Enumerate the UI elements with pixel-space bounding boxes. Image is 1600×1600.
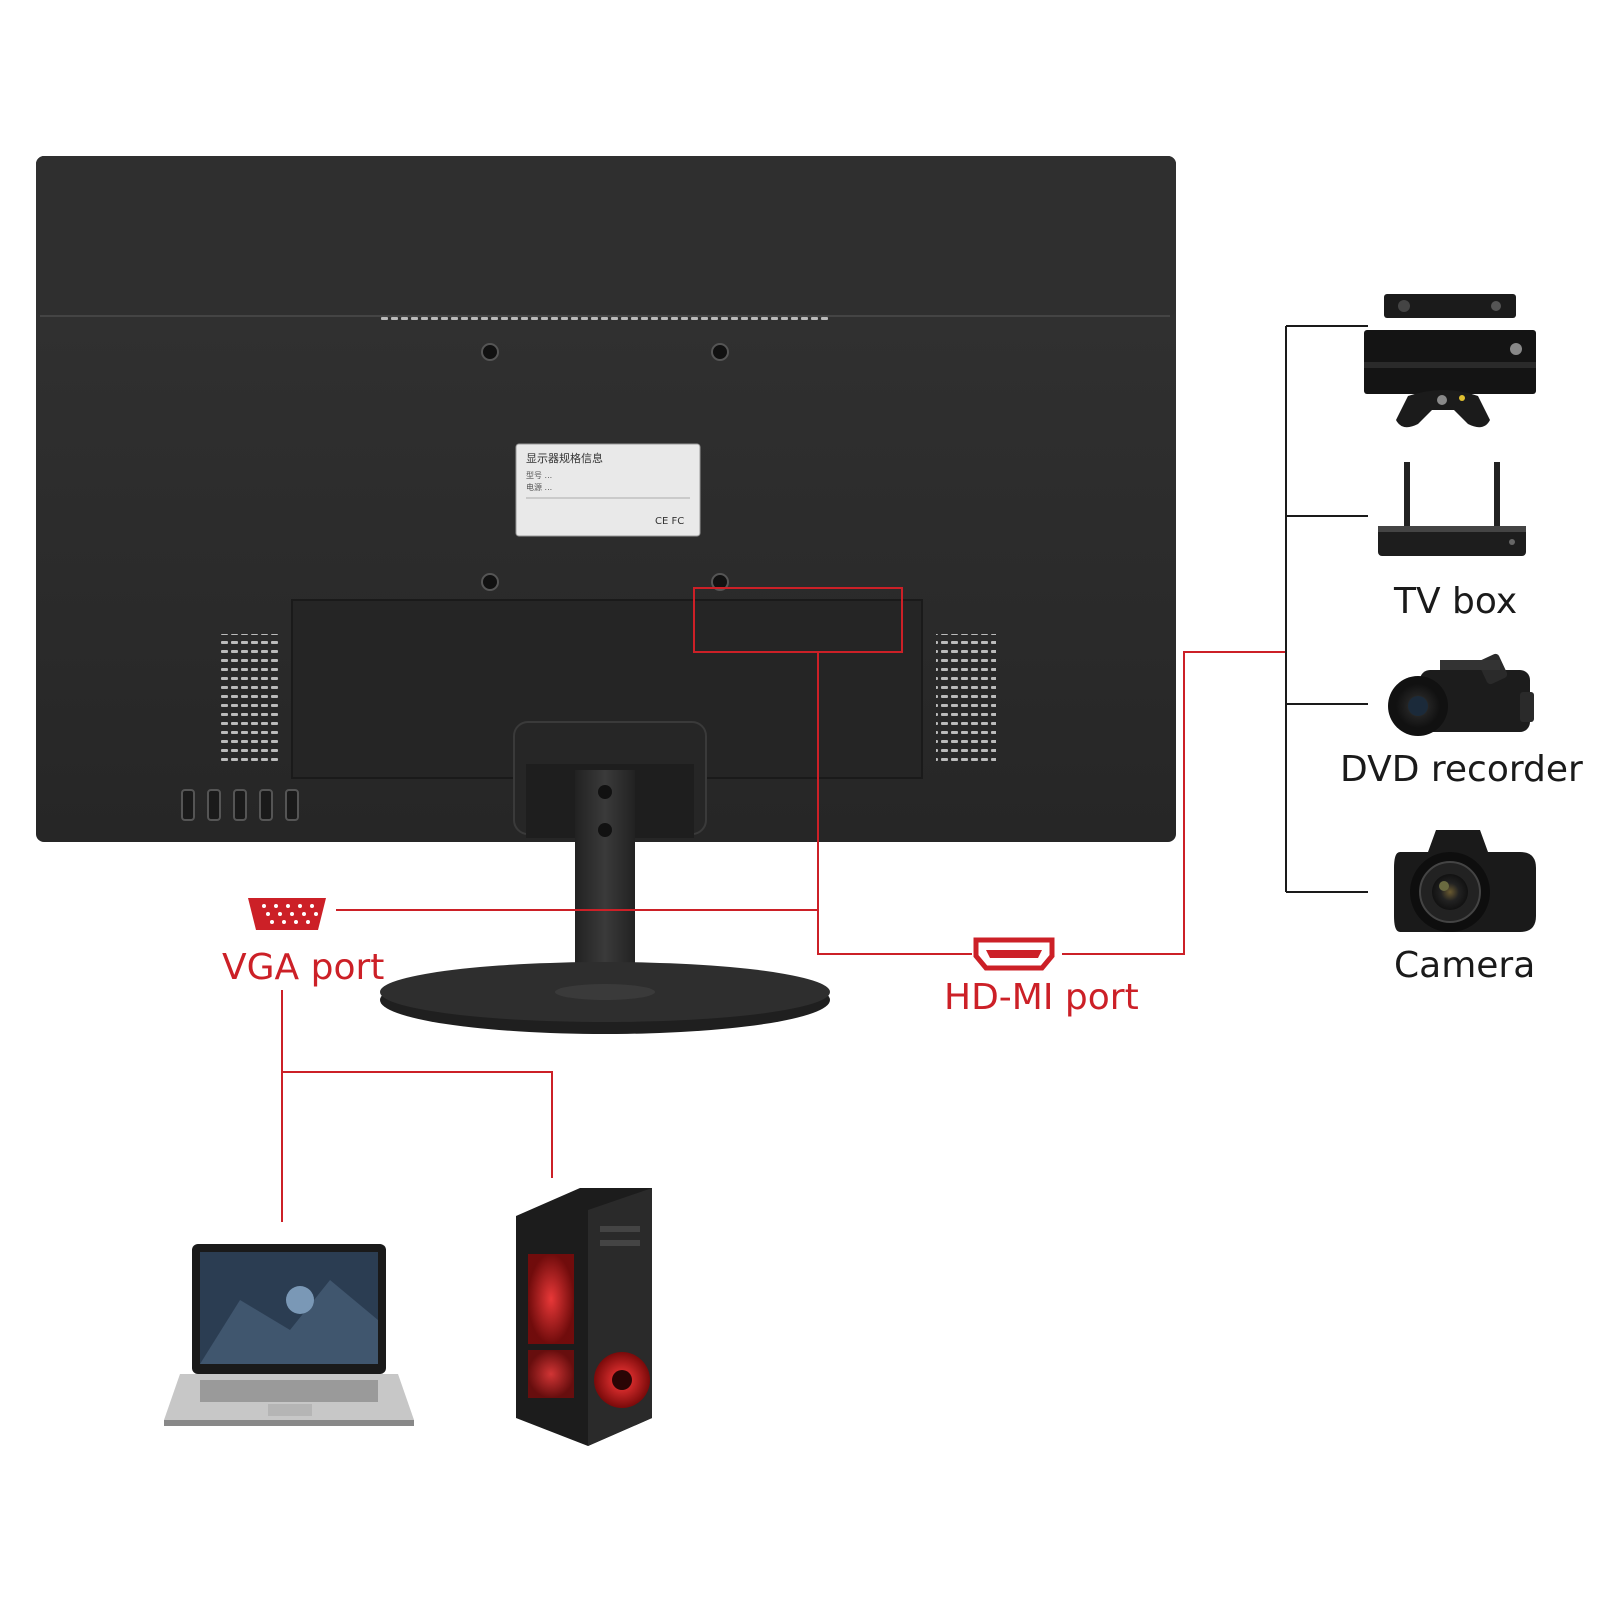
camcorder-icon	[1388, 653, 1534, 736]
back-label-line1: 显示器规格信息	[526, 451, 603, 465]
back-label-mark: CE FC	[655, 516, 684, 527]
back-label-line2: 型号 ...	[526, 471, 552, 480]
device-branch-lines	[1285, 325, 1368, 893]
tv-box-label: TV box	[1394, 581, 1518, 622]
back-label-line3: 电源 ...	[526, 482, 552, 492]
monitor-back-icon: 显示器规格信息 型号 ... 电源 ... CE FC	[36, 156, 1176, 1034]
desktop-pc-tower-icon	[516, 1188, 652, 1446]
red-connector-lines	[281, 651, 1286, 1222]
port-highlight-box	[693, 587, 903, 653]
hdmi-port-label: HD-MI port	[944, 977, 1139, 1018]
game-console-icon	[1364, 294, 1536, 428]
tv-box-router-icon	[1378, 462, 1526, 556]
vga-port-label: VGA port	[222, 947, 385, 988]
dslr-camera-icon	[1394, 830, 1536, 932]
laptop-icon	[164, 1244, 414, 1426]
hdmi-connector-icon	[973, 937, 1055, 971]
dvd-recorder-label: DVD recorder	[1340, 749, 1583, 790]
vga-connector-icon	[248, 898, 326, 930]
camera-label: Camera	[1394, 945, 1536, 986]
